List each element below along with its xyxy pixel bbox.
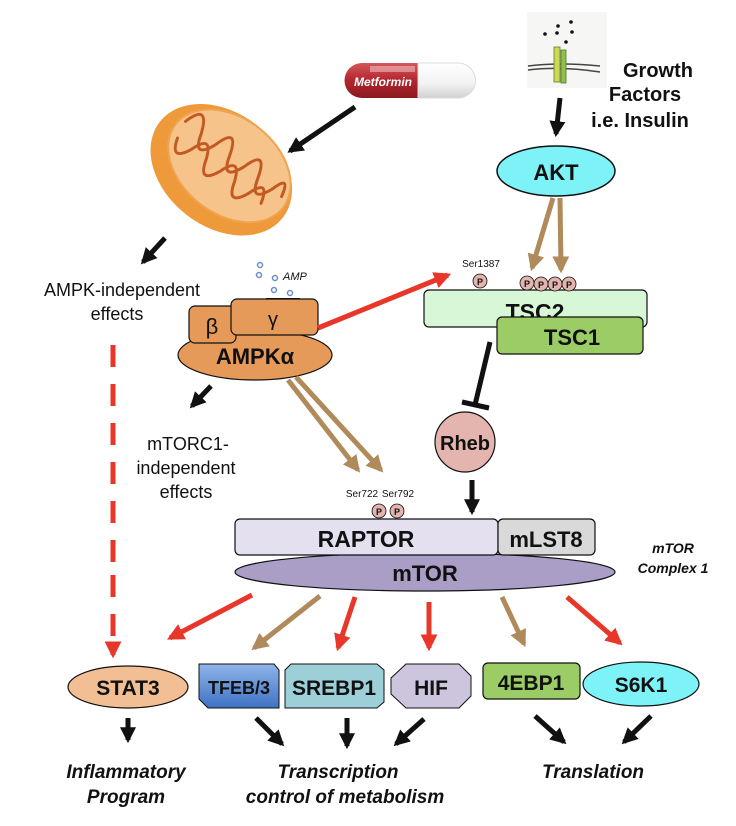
inhibition-tsc-to-rheb (472, 341, 493, 406)
phospho-badge: P (561, 276, 577, 292)
svg-text:P: P (477, 277, 483, 287)
svg-text:P: P (376, 507, 382, 517)
ampk-beta-node: β (188, 305, 237, 344)
hif-label: HIF (414, 677, 448, 700)
akt-node: AKT (496, 145, 616, 197)
rheb-label: Rheb (440, 433, 490, 455)
transcription-line2: control of metabolism (246, 787, 445, 808)
phospho-badge: P (472, 273, 488, 289)
tsc1-label: TSC1 (544, 325, 600, 350)
phospho-badge: P (519, 275, 535, 291)
growth-factors-line3: i.e. Insulin (591, 110, 689, 132)
ser792-label: Ser792 (382, 489, 415, 500)
svg-text:P: P (552, 280, 558, 290)
4ebp1-node: 4EBP1 (482, 662, 581, 700)
arrow-mtor-to-4ebp1 (499, 595, 527, 648)
inhibition-bar (461, 399, 490, 411)
mtor-complex-label-line1: mTOR (652, 540, 695, 556)
tsc1-node: TSC1 (496, 316, 644, 355)
arrow-mtor-to-stat3 (166, 592, 254, 641)
svg-text:P: P (566, 280, 572, 290)
s6k1-node: S6K1 (582, 661, 700, 707)
mtor-node: mTOR (234, 552, 616, 592)
ampk-gamma-label: γ (268, 309, 278, 331)
ampk-alpha-label: AMPKα (216, 344, 295, 369)
mlst8-label: mLST8 (509, 527, 582, 552)
srebp1-node: SREBP1 (284, 663, 385, 709)
inflammatory-program-line2: Program (87, 787, 165, 808)
arrow-ampk-to-mtorc1-independent (189, 384, 213, 409)
arrow-tfeb-to-transcription (254, 716, 285, 747)
rheb-node: Rheb (434, 411, 496, 473)
transcription-line1: Transcription (277, 762, 398, 783)
phospho-badge: P (533, 276, 549, 292)
arrow-hif-to-transcription (393, 717, 426, 747)
arrow-4ebp1-to-translation (533, 714, 567, 745)
arrow-akt-to-tsc2-2 (552, 197, 570, 274)
ampk-independent-label-line2: effects (91, 304, 144, 324)
ser722-label: Ser722 (346, 489, 379, 500)
ampk-gamma-node: γ (230, 298, 319, 336)
tfeb-label: TFEB/3 (208, 678, 270, 698)
svg-text:P: P (524, 279, 530, 289)
growth-factor-receptor-icon (527, 12, 607, 88)
svg-text:P: P (538, 280, 544, 290)
phospho-badge-ser722: P (371, 503, 387, 519)
hif-node: HIF (390, 663, 472, 709)
amp-label: AMP (282, 271, 308, 283)
stat3-label: STAT3 (96, 677, 159, 700)
arrow-mtor-to-srebp1 (334, 596, 358, 652)
phospho-badge: P (547, 276, 563, 292)
raptor-label: RAPTOR (318, 526, 415, 552)
arrow-ampk-to-tsc2 (317, 272, 452, 331)
ampk-beta-label: β (206, 314, 219, 339)
translation-label: Translation (542, 762, 644, 783)
raptor-node: RAPTOR (234, 518, 499, 556)
mitochondrion-icon (150, 103, 293, 236)
svg-text:P: P (394, 507, 400, 517)
mtorc1-independent-line3: effects (160, 482, 213, 502)
arrow-akt-to-tsc2-1 (527, 197, 556, 272)
4ebp1-label: 4EBP1 (498, 672, 565, 695)
mtor-complex-label-line2: Complex 1 (638, 560, 709, 576)
stat3-node: STAT3 (67, 665, 189, 709)
tfeb-node: TFEB/3 (198, 663, 280, 709)
arrow-s6k1-to-translation (621, 714, 653, 745)
ser1387-label: Ser1387 (462, 259, 500, 270)
s6k1-label: S6K1 (615, 674, 668, 697)
mtorc1-independent-line2: independent (136, 458, 235, 478)
mlst8-node: mLST8 (497, 518, 596, 556)
ampk-independent-label-line1: AMPK-independent (44, 280, 200, 300)
arrow-growth-factor-to-akt (549, 97, 566, 138)
arrow-mito-to-ampk-independent (140, 236, 167, 265)
inflammatory-program-line1: Inflammatory (66, 762, 187, 783)
phospho-badge-ser792: P (389, 503, 405, 519)
arrow-ampk-to-raptor-ser722 (286, 378, 361, 473)
srebp1-label: SREBP1 (292, 677, 376, 700)
arrow-ampk-to-raptor-ser792 (294, 375, 384, 473)
amp-molecules (255, 261, 294, 297)
growth-factors-line2: Factors (609, 84, 681, 106)
metformin-label: Metformin (354, 75, 412, 89)
arrow-mtor-to-tfeb (251, 594, 322, 651)
arrow-metformin-to-mitochondrion (287, 104, 357, 154)
growth-factors-line1: Growth (623, 60, 693, 82)
akt-label: AKT (533, 160, 579, 185)
metformin-pill: Metformin (344, 62, 476, 99)
mtorc1-independent-line1: mTORC1- (147, 434, 229, 454)
arrow-mtor-to-s6k1 (565, 595, 623, 646)
mtor-label: mTOR (392, 561, 458, 586)
